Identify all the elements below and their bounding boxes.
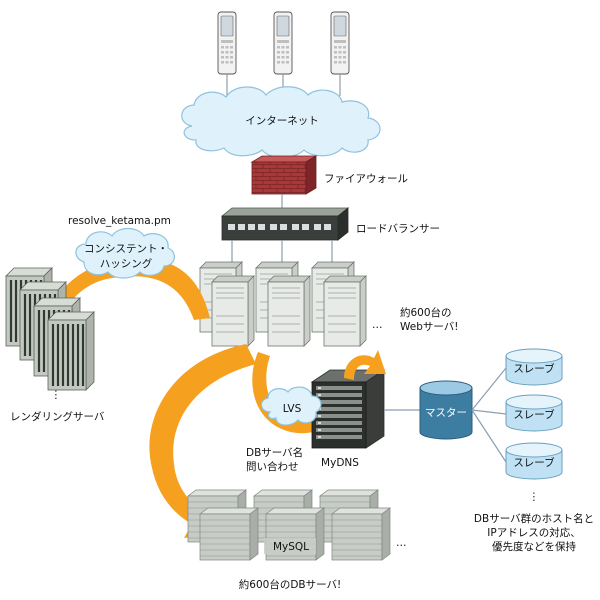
mysql-label: MySQL: [273, 541, 309, 553]
slave-label: スレーブ: [513, 456, 555, 469]
web-server-icon: [211, 275, 255, 347]
slave-label: スレーブ: [513, 408, 555, 421]
phone-icon: [273, 11, 293, 75]
dns-server-rack-icon: [310, 369, 386, 449]
master-db-icon: [419, 380, 473, 440]
db-ellipsis: …: [396, 537, 407, 549]
resolve-module-label: resolve_ketama.pm: [68, 215, 171, 227]
db-server-icon: [199, 507, 259, 561]
slave-note-line2: IPアドレスの対応、: [487, 526, 580, 539]
lvs-cloud-icon: [260, 386, 322, 426]
slave-label: スレーブ: [513, 362, 555, 375]
slave-note-line3: 優先度などを保持: [492, 540, 576, 553]
phone-icon: [217, 11, 237, 75]
web-server-icon: [323, 275, 367, 347]
firewall-icon: [250, 155, 318, 195]
db-server-icon: [331, 507, 391, 561]
load-balancer-icon: [220, 207, 350, 241]
consistent-hashing-label-line1: コンシステント・: [84, 243, 168, 255]
mydns-label: MyDNS: [321, 457, 359, 469]
consistent-hashing-cloud-icon: [75, 227, 175, 279]
rendering-server-icon: [46, 310, 96, 392]
consistent-hashing-arrow: [44, 258, 210, 332]
dbquery-label-line1: DBサーバ名: [246, 446, 303, 459]
rendering-servers-label: レンダリングサーバ: [10, 410, 105, 423]
lvs-label: LVS: [283, 403, 302, 415]
firewall-label: ファイアウォール: [324, 173, 408, 185]
consistent-hashing-label-line2: ハッシング: [100, 257, 153, 270]
load-balancer-label: ロードバランサー: [356, 223, 440, 235]
slave-ellipsis: ⋮: [529, 491, 540, 503]
db-access-arrow: [149, 344, 256, 538]
internet-label: インターネット: [245, 115, 319, 127]
phone-icon: [330, 11, 350, 75]
master-label: マスター: [425, 407, 467, 419]
internet-cloud-icon: [181, 86, 381, 159]
slave-note-line1: DBサーバ群のホスト名と: [474, 512, 594, 525]
web-ellipsis: …: [372, 319, 383, 331]
rendering-ellipsis: ⋮: [51, 389, 62, 401]
web-servers-label-line2: Webサーバ!: [400, 321, 459, 333]
db-servers-label: 約600台のDBサーバ!: [239, 578, 341, 591]
dbquery-label-line2: 問い合わせ: [246, 460, 299, 473]
dns-response-arrow: [344, 350, 386, 380]
web-server-icon: [267, 275, 311, 347]
web-servers-label-line1: 約600台の: [400, 306, 452, 319]
